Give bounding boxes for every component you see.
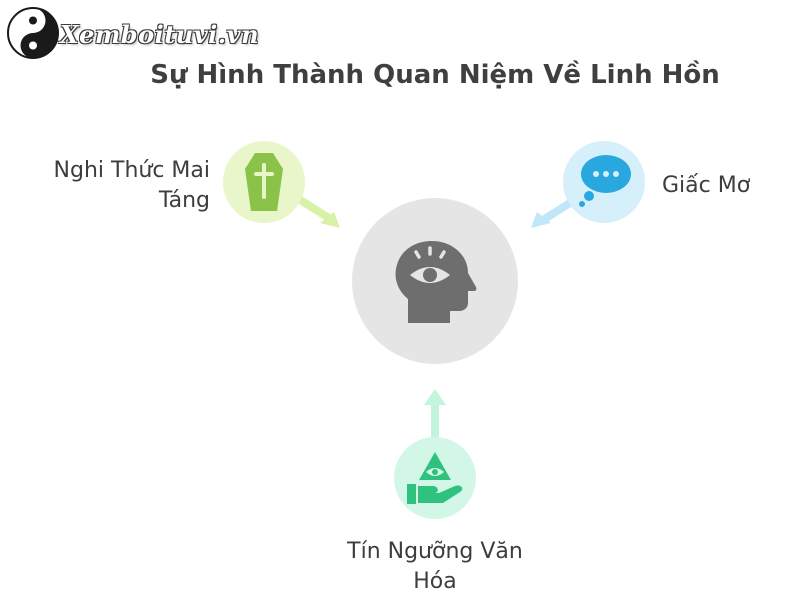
label-burial-rite: Nghi Thức Mai Táng [53,158,210,213]
label-cultural-belief: Tín Ngưỡng Văn Hóa [347,539,523,594]
hand-eye-pyramid-icon [407,452,463,504]
label-dreams: Giấc Mơ [662,173,751,198]
arrow-bottom [424,389,446,445]
thought-bubble-icon [579,155,631,207]
coffin-cross-icon [245,153,283,211]
yin-yang-icon [7,7,59,59]
head-eye-icon [395,241,477,323]
diagram-title: Sự Hình Thành Quan Niệm Về Linh Hồn [150,60,720,90]
site-logo[interactable]: Xemboituvi.vn [6,6,259,62]
logo-text: Xemboituvi.vn [60,20,260,49]
